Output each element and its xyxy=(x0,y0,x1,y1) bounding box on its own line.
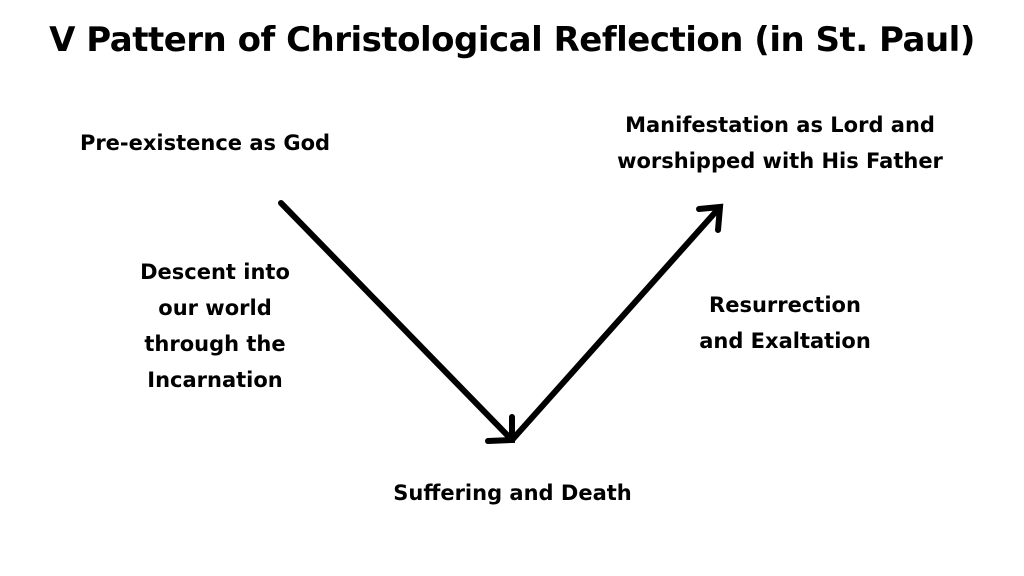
node-line: Manifestation as Lord and xyxy=(625,113,935,137)
edge-label-line: through the xyxy=(144,332,286,356)
edge-label-line: Incarnation xyxy=(147,368,283,392)
node-suffering: Suffering and Death xyxy=(340,475,685,511)
edge-label-line: Descent into xyxy=(140,260,290,284)
descent-arrow-shaft xyxy=(278,200,515,443)
ascent-arrowhead-icon xyxy=(696,203,724,233)
node-manifestation: Manifestation as Lord and worshipped wit… xyxy=(580,107,980,179)
node-line: Suffering and Death xyxy=(393,481,632,505)
node-line: worshipped with His Father xyxy=(617,149,943,173)
edge-label-resurrection: Resurrection and Exaltation xyxy=(670,287,900,359)
edge-label-descent: Descent into our world through the Incar… xyxy=(100,254,330,398)
edge-label-line: Resurrection xyxy=(709,293,861,317)
edge-label-line: our world xyxy=(158,296,272,320)
diagram-title: V Pattern of Christological Reflection (… xyxy=(49,20,975,60)
node-preexistence: Pre-existence as God xyxy=(40,125,370,161)
edge-label-line: and Exaltation xyxy=(699,329,871,353)
node-line: Pre-existence as God xyxy=(79,131,331,155)
ascent-arrow-shaft xyxy=(509,204,723,443)
